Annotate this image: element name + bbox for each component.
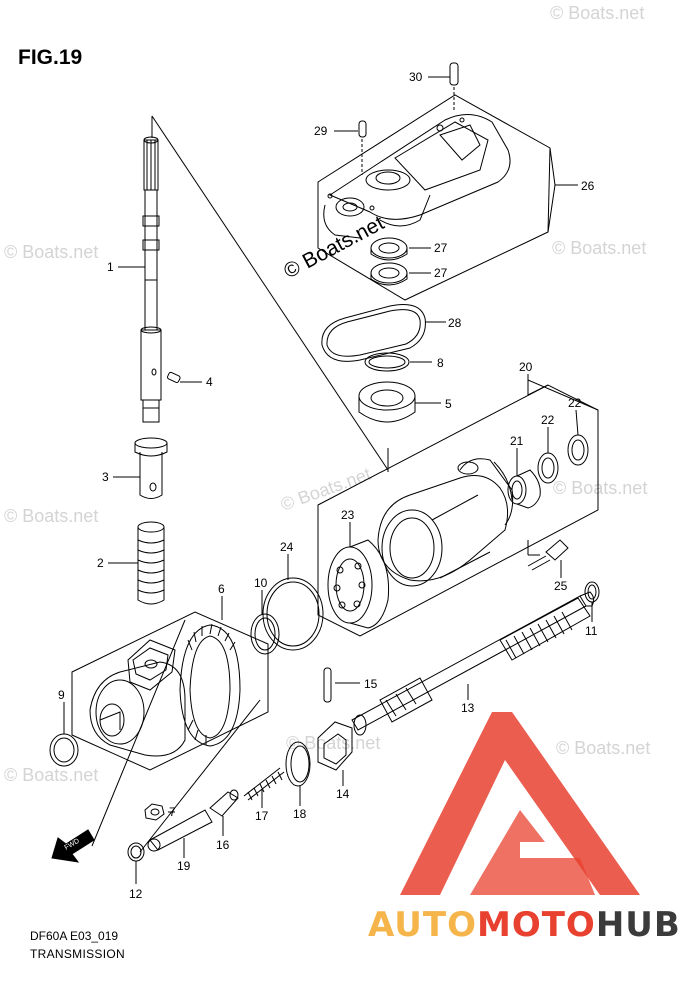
pin-4 bbox=[167, 371, 181, 384]
dowel-pin-29 bbox=[358, 120, 367, 175]
sleeve-3 bbox=[134, 437, 168, 499]
callout-18: 18 bbox=[293, 807, 307, 821]
watermark: © Boats.net bbox=[4, 765, 99, 785]
leader-lines bbox=[63, 76, 599, 884]
callout-15: 15 bbox=[364, 677, 378, 691]
washer-22b bbox=[567, 434, 589, 466]
callout-27b: 27 bbox=[434, 266, 448, 280]
callout-17: 17 bbox=[255, 809, 269, 823]
o-ring-10 bbox=[250, 613, 280, 655]
washer-12 bbox=[127, 842, 145, 862]
plunger-16 bbox=[209, 789, 239, 817]
callout-24: 24 bbox=[280, 540, 294, 554]
callout-25: 25 bbox=[554, 579, 568, 593]
callout-8: 8 bbox=[437, 356, 444, 370]
o-ring-24 bbox=[262, 577, 324, 651]
watermark: © Boats.net bbox=[552, 238, 647, 258]
callout-4: 4 bbox=[206, 375, 213, 389]
bearing-23 bbox=[327, 539, 390, 629]
callout-3: 3 bbox=[102, 470, 109, 484]
callout-5: 5 bbox=[445, 397, 452, 411]
bearing-5 bbox=[358, 381, 416, 423]
figure-title: FIG.19 bbox=[18, 46, 83, 69]
pin-15 bbox=[323, 667, 332, 703]
brand-wordmark: AUTOMOTOHUB bbox=[368, 905, 681, 945]
watermark: © Boats.net bbox=[4, 242, 99, 262]
bracket-line bbox=[151, 115, 389, 471]
callout-13: 13 bbox=[461, 701, 475, 715]
brand-part-moto: MOTO bbox=[476, 905, 596, 945]
spring-2 bbox=[137, 521, 165, 605]
washer-22a bbox=[537, 452, 559, 484]
oil-seal-housing bbox=[317, 94, 551, 301]
callout-28: 28 bbox=[448, 316, 462, 330]
callout-19: 19 bbox=[177, 859, 191, 873]
callout-2: 2 bbox=[97, 556, 104, 570]
bolt-25 bbox=[527, 539, 569, 571]
callout-23: 23 bbox=[341, 508, 355, 522]
watermark: © Boats.net bbox=[556, 738, 651, 758]
spring-clip-18 bbox=[285, 741, 311, 787]
washer-9 bbox=[49, 733, 79, 767]
callout-6: 6 bbox=[218, 582, 225, 596]
callout-1: 1 bbox=[107, 260, 114, 274]
shift-rod-19 bbox=[147, 809, 213, 852]
watermark: © Boats.net bbox=[550, 3, 645, 23]
driveshaft bbox=[140, 136, 162, 423]
nut-7 bbox=[144, 803, 165, 821]
figure-name: TRANSMISSION bbox=[30, 947, 125, 961]
fwd-arrow-icon bbox=[51, 829, 95, 863]
callout-26: 26 bbox=[581, 179, 595, 193]
bearing-27a bbox=[370, 237, 408, 261]
clutch-dog-14 bbox=[317, 721, 353, 771]
callout-16: 16 bbox=[216, 838, 230, 852]
bracket-line bbox=[139, 699, 261, 853]
watermark: © Boats.net bbox=[553, 478, 648, 498]
o-ring-8 bbox=[364, 352, 410, 372]
brand-part-auto: AUTO bbox=[368, 905, 477, 945]
bearing-27b bbox=[370, 262, 408, 286]
watermark: © Boats.net bbox=[286, 733, 381, 753]
callout-27a: 27 bbox=[434, 241, 448, 255]
gear-assembly bbox=[71, 611, 269, 771]
snap-ring-11 bbox=[584, 581, 600, 603]
callout-22b: 22 bbox=[568, 396, 582, 410]
callout-11: 11 bbox=[585, 624, 598, 638]
callout-10: 10 bbox=[254, 576, 268, 590]
callout-21: 21 bbox=[510, 434, 524, 448]
callout-29: 29 bbox=[314, 124, 328, 138]
callout-22a: 22 bbox=[541, 413, 555, 427]
spring-17 bbox=[243, 767, 285, 801]
callout-12: 12 bbox=[129, 887, 143, 901]
dowel-pin-30 bbox=[449, 62, 459, 110]
figure-code: DF60A E03_019 bbox=[30, 929, 119, 943]
callout-30: 30 bbox=[409, 70, 423, 84]
brand-part-hub: HUB bbox=[595, 905, 681, 945]
propeller-shaft bbox=[351, 591, 595, 736]
watermark: © Boats.net bbox=[4, 506, 99, 526]
gasket-28 bbox=[321, 304, 426, 362]
callout-14: 14 bbox=[336, 787, 350, 801]
housing-outline bbox=[317, 384, 599, 637]
brand-logo-icon bbox=[400, 712, 640, 895]
clutch-housing bbox=[377, 458, 514, 587]
callout-9: 9 bbox=[58, 688, 65, 702]
callout-20: 20 bbox=[519, 360, 533, 374]
callout-7: 7 bbox=[169, 805, 176, 819]
needle-bearing-21 bbox=[507, 469, 541, 509]
